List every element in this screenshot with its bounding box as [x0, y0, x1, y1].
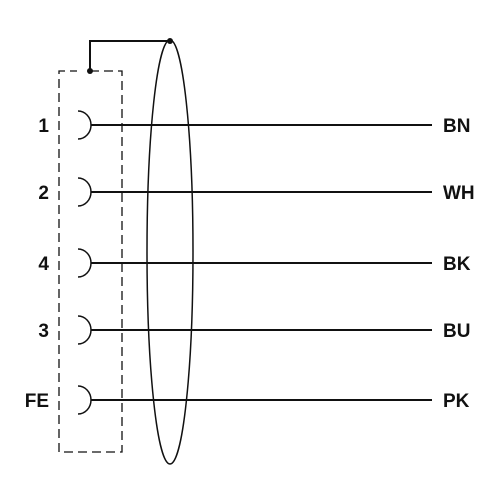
socket-contact-icon [77, 385, 92, 415]
socket-contact-icon [77, 315, 92, 345]
shield-junction-dot-housing [87, 68, 93, 74]
wire-group: 1 BN 2 WH 4 BK 3 BU FE PK [25, 110, 475, 415]
socket-contact-icon [77, 177, 92, 207]
pin-label: 2 [38, 183, 49, 204]
socket-contact-icon [77, 248, 92, 278]
connector-housing-outline [58, 70, 123, 453]
wire-color-label: BK [443, 254, 471, 275]
pin-label: FE [25, 391, 49, 412]
pin-label: 1 [38, 116, 49, 137]
shield-drain-wire [89, 40, 170, 71]
wire-color-label: PK [443, 391, 470, 412]
pin-label: 3 [38, 321, 49, 342]
shield-junction-dot-cable [167, 38, 173, 44]
wire-color-label: BU [443, 321, 470, 342]
pin-label: 4 [38, 254, 49, 275]
cable-shield-ellipse [146, 39, 194, 465]
wire-color-label: BN [443, 116, 470, 137]
socket-contact-icon [77, 110, 92, 140]
wire-color-label: WH [443, 183, 475, 204]
